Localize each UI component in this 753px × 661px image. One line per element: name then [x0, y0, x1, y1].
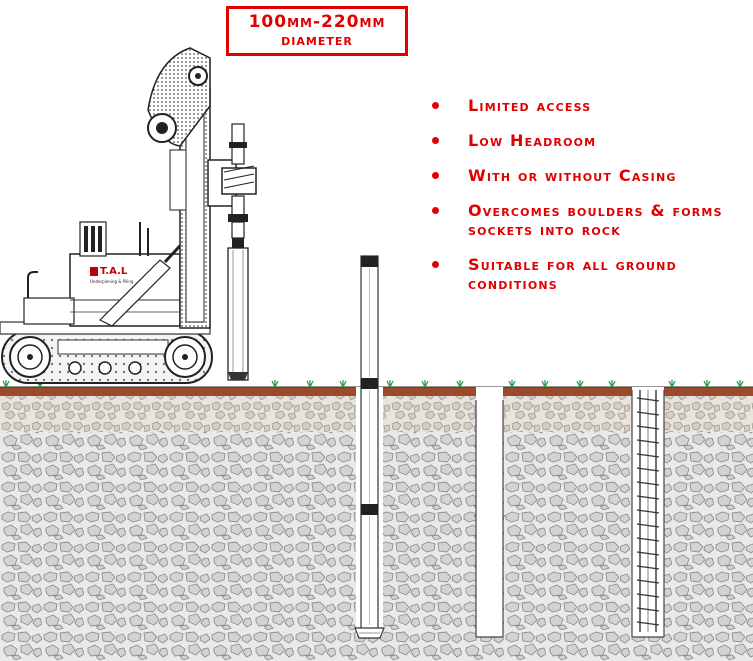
pile-bored-hole — [474, 387, 505, 638]
bullet-dot-icon — [432, 172, 439, 179]
diameter-range-label: 100mm-220mm — [248, 12, 386, 32]
feature-item: Suitable for all ground conditions — [432, 255, 752, 293]
feature-item: Low Headroom — [432, 131, 752, 150]
rig-casing — [227, 247, 249, 381]
rig-brand-name: T.A.L — [100, 266, 128, 277]
feature-text: With or without Casing — [468, 166, 677, 185]
bullet-dot-icon — [432, 102, 439, 109]
bullet-dot-icon — [432, 207, 439, 214]
feature-text: Suitable for all ground conditions — [468, 255, 677, 293]
pile-reinforcement-cage — [631, 387, 665, 638]
feature-text: Overcomes boulders & forms sockets into … — [468, 201, 723, 239]
feature-list: Limited access Low Headroom With or with… — [432, 96, 752, 309]
diameter-label: diameter — [281, 31, 353, 49]
tal-logo-icon — [90, 267, 98, 276]
diameter-title-box: 100mm-220mm diameter — [226, 6, 408, 56]
bullet-dot-icon — [432, 261, 439, 268]
bullet-dot-icon — [432, 137, 439, 144]
pile-casing-segmented — [354, 255, 385, 639]
rig-brand-subtitle: Underpinning & Piling — [90, 279, 134, 284]
feature-text: Limited access — [468, 96, 592, 115]
feature-item: With or without Casing — [432, 166, 752, 185]
feature-item: Limited access — [432, 96, 752, 115]
piling-rig — [0, 47, 257, 384]
feature-item: Overcomes boulders & forms sockets into … — [432, 201, 752, 239]
feature-text: Low Headroom — [468, 131, 597, 150]
rig-brand-badge: T.A.L Underpinning & Piling — [88, 266, 150, 290]
